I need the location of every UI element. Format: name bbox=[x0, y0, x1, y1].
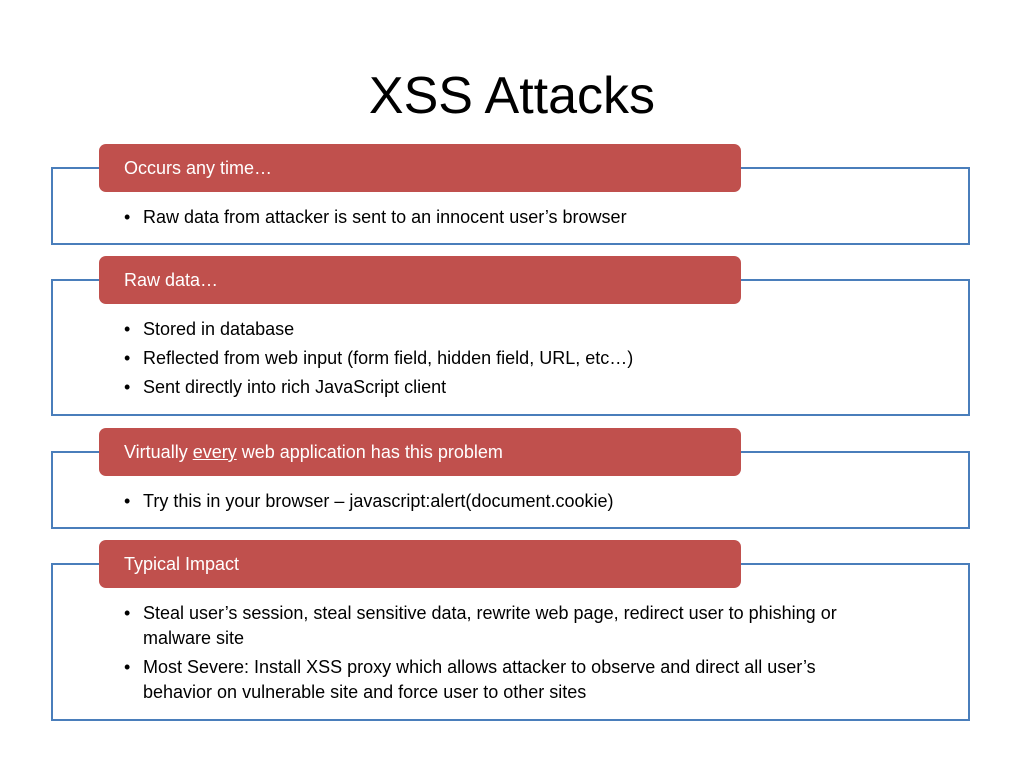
section-header: Typical Impact bbox=[99, 540, 741, 588]
slide-title: XSS Attacks bbox=[368, 67, 656, 125]
bullet-marker: • bbox=[124, 319, 131, 339]
bullet-text: Try this in your browser – javascript:al… bbox=[143, 491, 614, 511]
list-item: • Sent directly into rich JavaScript cli… bbox=[124, 375, 864, 400]
bullet-list: • Raw data from attacker is sent to an i… bbox=[124, 205, 864, 234]
bullet-list: • Try this in your browser – javascript:… bbox=[124, 489, 864, 518]
bullet-marker: • bbox=[124, 348, 131, 368]
section-header: Virtually every web application has this… bbox=[99, 428, 741, 476]
bullet-text: Sent directly into rich JavaScript clien… bbox=[143, 377, 447, 397]
list-item: • Most Severe: Install XSS proxy which a… bbox=[124, 655, 864, 705]
section-header: Raw data… bbox=[99, 256, 741, 304]
list-item: • Reflected from web input (form field, … bbox=[124, 346, 864, 371]
bullet-text: Steal user’s session, steal sensitive da… bbox=[143, 603, 837, 648]
bullet-text: Raw data from attacker is sent to an inn… bbox=[143, 207, 627, 227]
list-item: • Raw data from attacker is sent to an i… bbox=[124, 205, 864, 230]
list-item: • Stored in database bbox=[124, 317, 864, 342]
list-item: • Steal user’s session, steal sensitive … bbox=[124, 601, 864, 651]
section-header: Occurs any time… bbox=[99, 144, 741, 192]
bullet-list: • Stored in database • Reflected from we… bbox=[124, 317, 864, 404]
bullet-marker: • bbox=[124, 377, 131, 397]
header-text-suffix: web application has this problem bbox=[236, 442, 503, 462]
bullet-marker: • bbox=[124, 657, 131, 677]
bullet-marker: • bbox=[124, 207, 131, 227]
bullet-text: Most Severe: Install XSS proxy which all… bbox=[143, 657, 816, 702]
header-text-prefix: Virtually bbox=[124, 442, 193, 462]
bullet-text: Reflected from web input (form field, hi… bbox=[143, 348, 634, 368]
bullet-marker: • bbox=[124, 491, 131, 511]
bullet-text: Stored in database bbox=[143, 319, 295, 339]
bullet-list: • Steal user’s session, steal sensitive … bbox=[124, 601, 864, 709]
header-text-emphasis: every bbox=[192, 442, 237, 462]
section-box bbox=[51, 563, 970, 721]
bullet-marker: • bbox=[124, 603, 131, 623]
list-item: • Try this in your browser – javascript:… bbox=[124, 489, 864, 514]
